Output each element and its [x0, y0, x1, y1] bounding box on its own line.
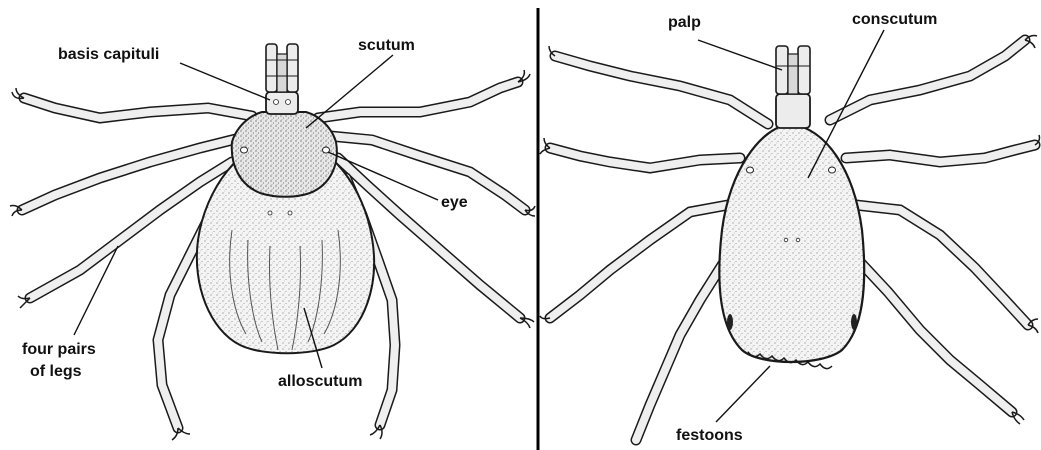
female-basis-capituli — [266, 92, 298, 114]
female-leg-l1 — [12, 88, 252, 118]
male-leg-l4 — [636, 262, 724, 440]
leader-palp — [698, 40, 782, 70]
male-eye-right — [829, 167, 836, 173]
male-leg-l1 — [549, 46, 768, 124]
label-scutum: scutum — [358, 37, 415, 54]
female-leg-r1 — [318, 70, 530, 118]
label-four-pairs: four pairs — [22, 341, 96, 358]
female-tick-panel: basis capituli scutum eye four pairs of … — [10, 37, 535, 440]
female-palps — [266, 44, 298, 92]
label-festoons: festoons — [676, 427, 743, 444]
label-eye: eye — [441, 194, 468, 211]
label-alloscutum: alloscutum — [278, 373, 362, 390]
leader-festoons — [716, 366, 770, 422]
label-conscutum: conscutum — [852, 11, 937, 28]
label-of-legs: of legs — [30, 363, 82, 380]
male-leg-r3 — [856, 205, 1038, 333]
male-eye-left — [747, 167, 754, 173]
male-leg-r1 — [830, 36, 1037, 121]
label-palp: palp — [668, 14, 701, 31]
male-leg-l2 — [540, 138, 740, 168]
male-leg-r2 — [846, 135, 1040, 162]
male-tick-panel: palp conscutum festoons — [540, 11, 1040, 444]
female-eye-left — [241, 147, 248, 153]
female-scutum-shape — [232, 112, 337, 197]
leader-basis-capituli — [180, 63, 270, 100]
label-basis-capituli: basis capituli — [58, 46, 159, 63]
